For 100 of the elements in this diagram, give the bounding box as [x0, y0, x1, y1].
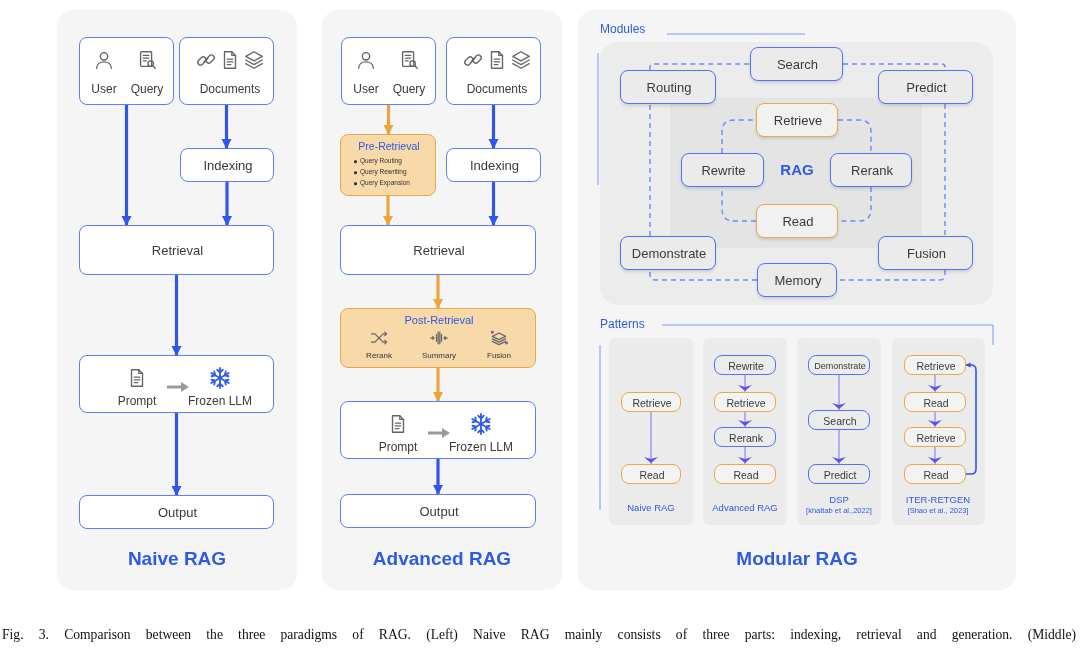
process-box — [340, 308, 536, 368]
module-box — [714, 392, 776, 412]
box-label: Retrieve — [916, 359, 956, 373]
module-box — [904, 464, 966, 484]
icon-caption: Summary — [421, 351, 457, 361]
box-label: Routing — [646, 80, 692, 96]
arrow — [221, 105, 232, 149]
module-box — [808, 355, 870, 375]
icon-caption: Query — [130, 83, 164, 97]
dashed-connector — [837, 119, 872, 154]
chevron-arrow — [738, 374, 752, 393]
arrow — [383, 105, 394, 135]
icon-caption: Documents — [199, 83, 261, 97]
box-label: Output — [158, 505, 197, 521]
module-box — [714, 427, 776, 447]
process-box — [340, 494, 536, 528]
panel-title: Advanced RAG — [372, 548, 512, 570]
box-label: Rewrite — [728, 359, 764, 373]
module-box — [750, 47, 843, 81]
pattern-title: DSP — [829, 494, 849, 506]
module-box — [878, 70, 973, 104]
process-box — [180, 148, 274, 182]
section-heading: Patterns — [600, 318, 645, 332]
box-label: Retrieval — [413, 243, 465, 259]
icon-caption: Documents — [466, 83, 528, 97]
process-box — [446, 37, 541, 105]
chevron-arrow — [644, 411, 658, 465]
process-box — [446, 148, 541, 182]
chevron-arrow — [738, 411, 752, 428]
box-label: Read — [923, 468, 949, 482]
arrow — [432, 459, 444, 495]
process-box — [79, 355, 274, 413]
section-heading: Modules — [600, 23, 646, 37]
arrow — [171, 413, 182, 496]
arrow — [965, 362, 977, 475]
pattern-column — [609, 338, 693, 525]
box-label: Indexing — [203, 158, 253, 174]
figure-caption: Fig. 3. Comparison between the three paradigms of RAG. (Left) Naive RAG mainly consists of three parts: indexing, retrieval and generation. (Middle) — [2, 627, 1076, 643]
box-label: Read — [733, 468, 759, 482]
dashed-connector — [649, 103, 651, 237]
core-label: RAG — [780, 161, 814, 179]
box-label: Search — [776, 57, 819, 73]
dashed-connector — [944, 103, 946, 237]
module-box — [714, 464, 776, 484]
icon-caption: Frozen LLM — [188, 395, 252, 409]
icon-caption: User — [353, 83, 379, 97]
chevron-arrow — [928, 411, 942, 428]
box-label: Read — [923, 396, 949, 410]
box-label: Predict — [906, 80, 947, 96]
arrow — [432, 275, 444, 309]
module-box — [681, 153, 764, 187]
module-box — [621, 464, 681, 484]
module-box — [830, 153, 912, 187]
pattern-column — [797, 338, 881, 525]
module-box — [621, 392, 681, 412]
module-box — [620, 70, 716, 104]
box-label: Retrieve — [916, 431, 956, 445]
process-box — [340, 225, 536, 275]
icon-caption: User — [91, 83, 117, 97]
chevron-arrow — [738, 446, 752, 465]
pattern-title: Naive RAG — [627, 502, 675, 514]
box-label: Demonstrate — [814, 360, 866, 372]
module-box — [904, 392, 966, 412]
process-box — [79, 225, 274, 275]
chevron-arrow — [928, 446, 942, 465]
pattern-title: Advanced RAG — [712, 502, 778, 514]
icon-caption: Rerank — [366, 351, 392, 361]
rag-core-area — [670, 98, 922, 248]
process-box — [79, 37, 174, 105]
arrow — [488, 105, 499, 149]
arrow — [432, 368, 444, 402]
icon-caption: Prompt — [117, 395, 157, 409]
arrow — [488, 182, 499, 226]
paradigm-panel — [322, 10, 562, 590]
box-label: Rewrite — [701, 163, 746, 179]
paradigm-panel — [57, 10, 297, 590]
section-heading: Pre-Retrieval — [358, 139, 420, 153]
process-box — [340, 401, 536, 459]
module-box — [756, 103, 838, 137]
box-label: Search — [823, 414, 857, 428]
pattern-column — [703, 338, 787, 525]
module-box — [808, 464, 870, 484]
arrow — [121, 105, 132, 226]
box-label: Retrieve — [773, 113, 823, 129]
box-label: Retrieval — [151, 243, 204, 259]
module-box — [878, 236, 973, 270]
module-box — [904, 427, 966, 447]
box-label: Retrieve — [632, 396, 672, 410]
dashed-connector — [649, 63, 751, 71]
pattern-column — [892, 338, 985, 525]
box-label: Demonstrate — [631, 246, 707, 262]
icon-caption: Query — [392, 83, 426, 97]
chevron-arrow — [832, 429, 846, 465]
section-heading: Post-Retrieval — [404, 313, 474, 327]
process-box — [179, 37, 274, 105]
box-label: Rerank — [729, 431, 763, 445]
icon-caption: Prompt — [378, 441, 418, 455]
module-box — [757, 263, 837, 297]
panel-title: Modular RAG — [736, 548, 858, 570]
box-label: Output — [419, 504, 459, 520]
